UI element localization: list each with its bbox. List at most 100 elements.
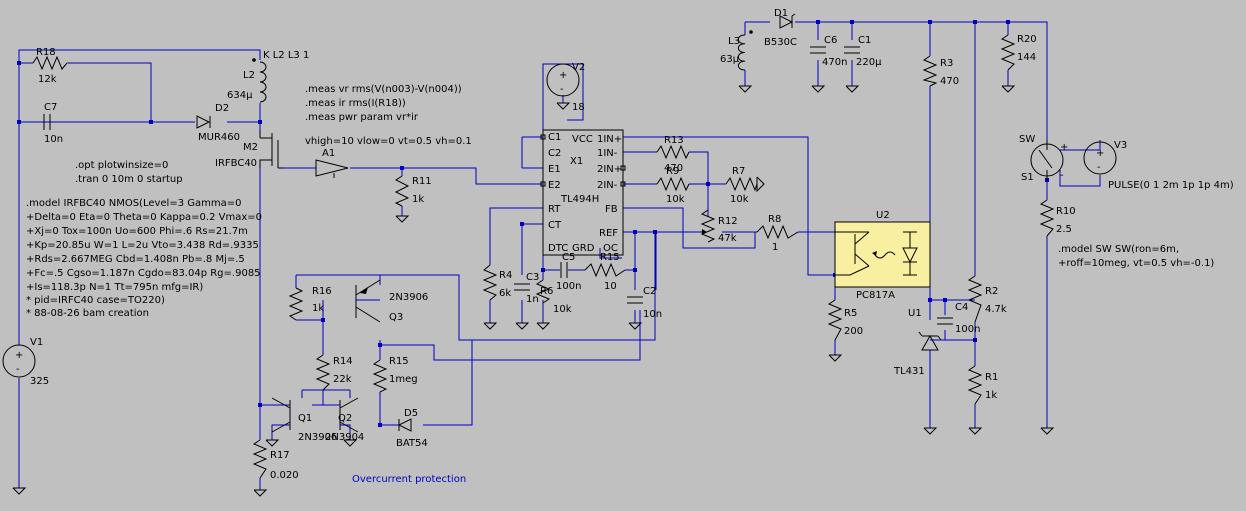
buffer-a1[interactable]: A1 [315,148,349,178]
resistor-r8[interactable]: R8 1 [756,214,799,253]
resistor-r15-1meg[interactable]: R15 1meg [372,356,418,393]
overcurrent-note: Overcurrent protection [352,474,466,485]
transistor-q1[interactable]: Q1 2N3906 [271,397,337,443]
q1-value: 2N3906 [298,432,337,443]
model-sw-1: .model SW SW(ron=6m, [1058,244,1179,255]
r14-value: 22k [333,374,352,385]
r16-name: R16 [312,286,332,297]
a1-name: A1 [322,148,335,159]
wires [18,21,1101,490]
resistor-r13[interactable]: R13 470 [656,135,690,174]
resistor-r14[interactable]: R14 22k [315,354,353,391]
l2-value: 634μ [227,90,253,101]
voltage-source-v1[interactable]: + - V1 325 [2,337,49,495]
meas-pwr: .meas pwr param vr*ir [305,112,419,123]
mosfet-m2[interactable]: M2 IRFBC40 [215,130,283,169]
pin-e2: E2 [548,180,561,191]
inductor-l3[interactable]: L3 63μ [720,30,753,93]
resistor-r20[interactable]: R20 144 [1000,34,1037,93]
voltage-source-v3[interactable]: + - V3 PULSE(0 1 2m 1p 1p 4m) [1083,140,1234,191]
resistor-r5[interactable]: R5 200 [827,299,863,362]
x1-value: TL494H [560,194,599,205]
l3-name: L3 [728,36,740,47]
v3-plus: + [1096,148,1104,159]
r8-name: R8 [768,214,781,225]
capacitor-c1[interactable]: C1 220μ [844,35,882,93]
r11-value: 1k [412,194,424,205]
c5-value: 100n [556,281,581,292]
pin-c1: C1 [548,132,561,143]
k-coupling: K L2 L3 1 [263,50,309,61]
v3-value: PULSE(0 1 2m 1p 1p 4m) [1108,180,1234,191]
model-line-2: +Xj=0 Tox=100n Uo=600 Phi=.6 Rs=21.7m [26,226,248,237]
m2-name: M2 [243,142,258,153]
r15-value: 1meg [389,374,418,385]
pin-fb: FB [605,204,618,215]
d2-value: MUR460 [198,132,240,143]
capacitor-c6[interactable]: C6 470n [810,35,847,93]
c6-name: C6 [824,35,837,46]
voltage-source-v2[interactable]: + - V2 18 [546,62,585,113]
v2-value: 18 [572,102,585,113]
capacitor-c4[interactable]: C4 100n [937,302,980,335]
switch-sw[interactable]: + - SW S1 [1019,134,1068,183]
q1-name: Q1 [298,413,312,424]
pin-1in-minus: 1IN- [597,148,618,159]
resistor-r4[interactable]: R4 6k [482,264,512,330]
capacitor-c5[interactable]: C5 100n [556,252,581,292]
u1-value: TL431 [893,366,925,377]
capacitor-c3[interactable]: C3 1n [514,272,539,330]
r5-value: 200 [844,326,863,337]
resistor-r15-10[interactable]: R15 10 [584,252,626,292]
diode-d1[interactable]: D1 B530C [764,8,797,48]
resistor-r17[interactable]: R17 0.020 [252,439,299,497]
resistor-r11[interactable]: R11 1k [394,175,432,223]
diode-d5[interactable]: D5 BAT54 [396,408,428,449]
r5-name: R5 [844,308,857,319]
q3-value: 2N3906 [389,292,428,303]
shunt-regulator-u1[interactable]: U1 TL431 [893,308,942,435]
capacitor-c7[interactable]: C7 10n [43,102,63,145]
d5-name: D5 [404,408,418,419]
r11-name: R11 [412,176,432,187]
inductor-l2[interactable]: L2 634μ [227,58,267,103]
pin-2in-minus: 2IN- [597,180,618,191]
model-line-1: +Delta=0 Eta=0 Theta=0 Kappa=0.2 Vmax=0 [26,212,262,223]
resistor-r9[interactable]: R9 10k [656,166,690,205]
mosfet-model-text[interactable]: .model IRFBC40 NMOS(Level=3 Gamma=0 +Del… [26,198,262,319]
pin-rt: RT [548,204,561,215]
resistor-r10[interactable]: R10 2.5 [1039,199,1076,435]
resistor-r16[interactable]: R16 1k [288,286,332,321]
pin-1in-plus: 1IN+ [597,134,622,145]
v2-plus: + [559,70,567,81]
pin-vcc: VCC [572,134,593,145]
potentiometer-r12[interactable]: R12 47k [700,209,738,244]
capacitor-c2[interactable]: C2 10n [627,286,662,330]
resistor-r6[interactable]: R6 10k [535,279,572,330]
resistor-r2[interactable]: R2 4.7k [967,275,1007,323]
diode-d2[interactable]: D2 MUR460 [196,103,240,143]
transistor-q2[interactable]: Q2 2N3904 [265,397,364,447]
ic-x1-tl494[interactable]: C1 C2 E1 E2 RT CT DTC GRD VCC 1IN+ 1IN- … [540,129,626,256]
r8-value: 1 [772,242,778,253]
transistor-q3[interactable]: 2N3906 Q3 [355,279,428,323]
model-line-0: .model IRFBC40 NMOS(Level=3 Gamma=0 [26,198,242,209]
r15a-name: R15 [600,252,620,263]
r16-value: 1k [312,303,324,314]
resistor-r7[interactable]: R7 10k [725,166,765,205]
spice-directives[interactable]: .meas vr rms(V(n003)-V(n004)) .meas ir r… [75,84,1214,485]
meas-ir: .meas ir rms(I(R18)) [305,98,406,109]
resistor-r1[interactable]: R1 1k [967,365,998,435]
s1-name: S1 [1021,172,1034,183]
c3-value: 1n [526,294,539,305]
resistor-r18[interactable]: R18 12k [32,47,68,85]
sw-minus: - [1060,170,1064,181]
optocoupler-u2[interactable]: U2 PC817A [834,210,931,301]
resistor-r3[interactable]: R3 470 [922,55,959,87]
r18-name: R18 [36,47,56,58]
v1-value: 325 [30,376,49,387]
r7-value: 10k [730,194,749,205]
r20-name: R20 [1017,34,1037,45]
